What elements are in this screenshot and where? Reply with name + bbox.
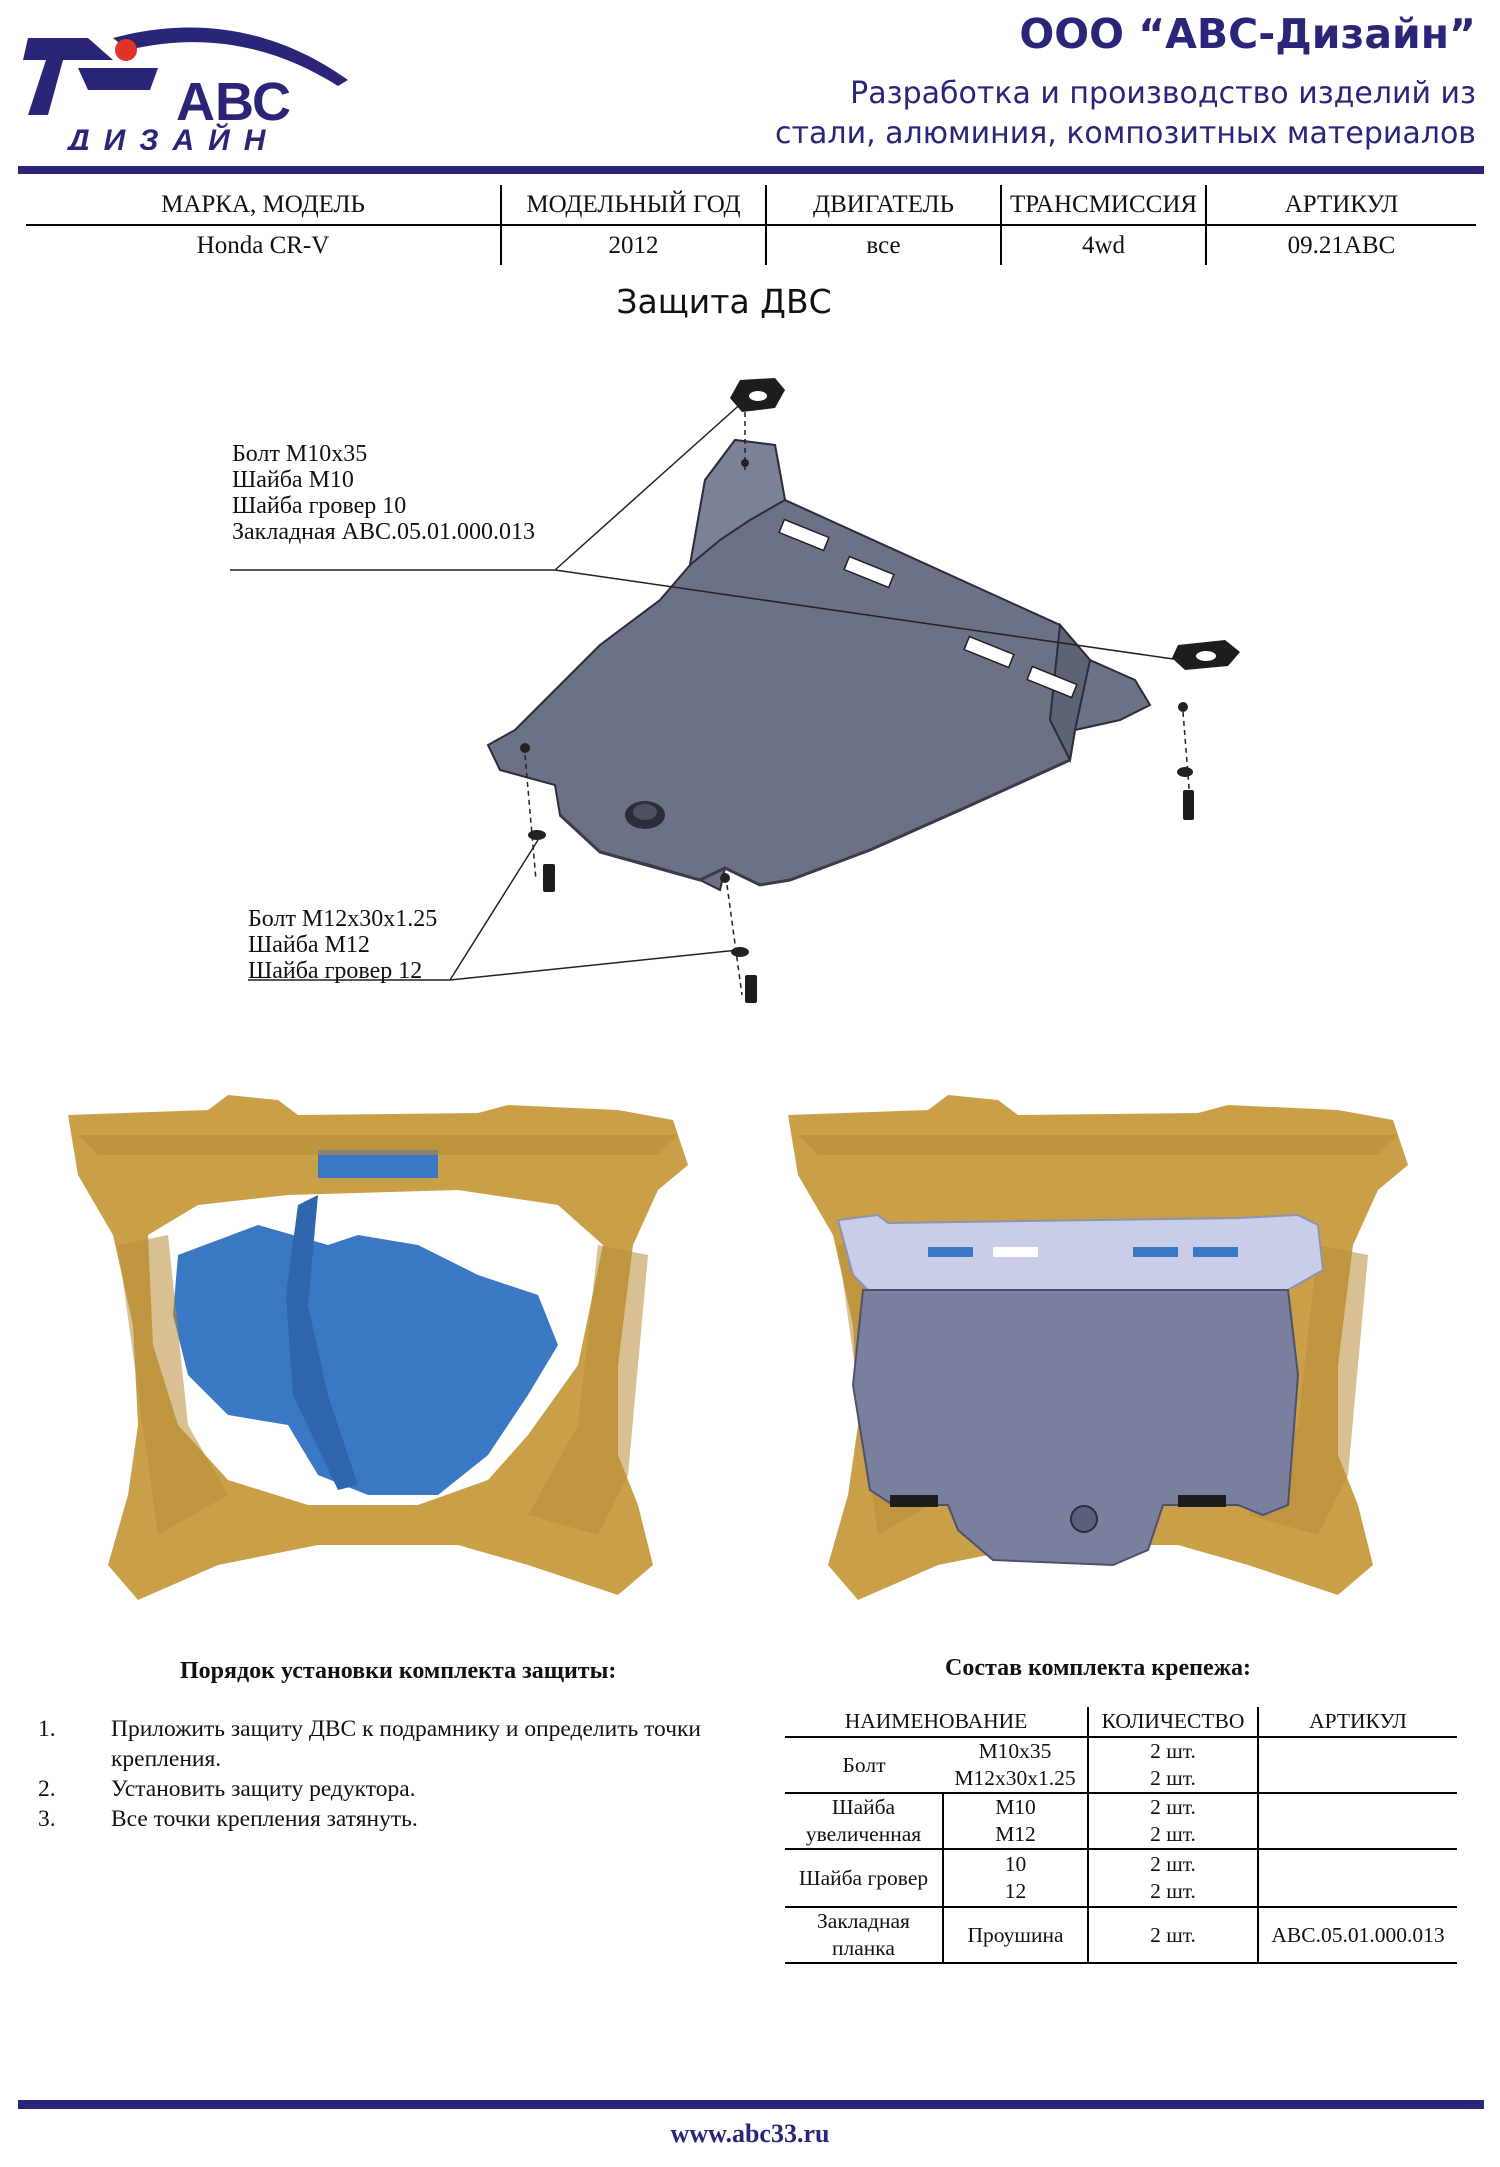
- step-text: Приложить защиту ДВС к подрамнику и опре…: [111, 1716, 702, 1742]
- step-text: Установить защиту редуктора.: [111, 1776, 416, 1802]
- spec-model: Honda CR-V: [196, 231, 330, 259]
- kit-article: [1257, 1737, 1457, 1794]
- kit-header: НАИМЕНОВАНИЕ: [785, 1707, 1088, 1738]
- kit-qty: 2 шт.: [1087, 1907, 1258, 1964]
- callout-bottom: Болт М12х30х1.25 Шайба М12 Шайба гровер …: [248, 906, 437, 984]
- footer-url[interactable]: www.abc33.ru: [670, 2119, 830, 2148]
- eyelet-mount: [1172, 640, 1240, 670]
- spec-transmission: 4wd: [1000, 225, 1206, 265]
- kit-article: [1257, 1793, 1457, 1850]
- callout-line: Шайба гровер 10: [232, 493, 407, 519]
- kit-heading: Состав комплекта крепежа:: [945, 1655, 1251, 1681]
- installation-step: 1. Приложить защиту ДВС к подрамнику и о…: [26, 1714, 766, 1774]
- step-number: 3.: [38, 1806, 56, 1832]
- vehicle-spec-table: МАРКА, МОДЕЛЬ МОДЕЛЬНЫЙ ГОД ДВИГАТЕЛЬ ТР…: [26, 185, 1476, 265]
- bolt-m12: [528, 830, 555, 892]
- bolt-m12: [731, 947, 757, 1003]
- callout-line: Шайба гровер 12: [248, 958, 423, 984]
- kit-header: КОЛИЧЕСТВО: [1087, 1707, 1258, 1738]
- protection-plate: [486, 438, 1188, 892]
- callout-line: Болт М10х35: [232, 441, 368, 467]
- eyelet-mount: [730, 378, 785, 412]
- callout-top: Болт М10х35 Шайба М10 Шайба гровер 10 За…: [232, 441, 535, 545]
- spec-value-row: Honda CR-V 2012 все 4wd 09.21ABC: [26, 225, 1476, 265]
- scan-after-image: [788, 1095, 1408, 1600]
- kit-qty: 2 шт.2 шт.: [1087, 1849, 1258, 1908]
- footer-rule: [18, 2100, 1484, 2109]
- svg-text:АВС: АВС: [176, 72, 291, 132]
- spec-year: 2012: [500, 225, 766, 265]
- scan-before-image: [68, 1095, 688, 1600]
- installation-heading: Порядок установки комплекта защиты:: [180, 1658, 617, 1684]
- kit-table: НАИМЕНОВАНИЕ КОЛИЧЕСТВО АРТИКУЛ Болт М10…: [785, 1707, 1457, 1964]
- step-number: 2.: [38, 1776, 56, 1802]
- installation-step: 2. Установить защиту редуктора.: [26, 1774, 766, 1804]
- spec-header: ТРАНСМИССИЯ: [1000, 185, 1206, 226]
- step-text: крепления.: [111, 1746, 222, 1772]
- page-title: Защита ДВС: [616, 282, 832, 321]
- step-number: 1.: [38, 1716, 56, 1742]
- bolt-m10: [1177, 767, 1194, 820]
- spec-engine: все: [765, 225, 1001, 265]
- callout-line: Болт М12х30х1.25: [248, 906, 438, 932]
- logo-subtext: ДИЗАЙН: [65, 122, 279, 150]
- spec-header-row: МАРКА, МОДЕЛЬ МОДЕЛЬНЫЙ ГОД ДВИГАТЕЛЬ ТР…: [26, 185, 1476, 226]
- header-rule: [18, 166, 1484, 174]
- kit-article: АВС.05.01.000.013: [1257, 1907, 1457, 1964]
- kit-header-row: НАИМЕНОВАНИЕ КОЛИЧЕСТВО АРТИКУЛ: [785, 1707, 1457, 1738]
- spec-header: МОДЕЛЬНЫЙ ГОД: [500, 185, 766, 226]
- kit-article: [1257, 1849, 1457, 1908]
- company-logo: АВС ДИЗАЙН: [23, 27, 348, 150]
- callout-line: Закладная АВС.05.01.000.013: [232, 519, 536, 545]
- installation-steps: 1. Приложить защиту ДВС к подрамнику и о…: [26, 1714, 766, 1834]
- kit-qty: 2 шт.2 шт.: [1087, 1737, 1258, 1794]
- spec-header: АРТИКУЛ: [1205, 185, 1476, 226]
- kit-qty: 2 шт.2 шт.: [1087, 1793, 1258, 1850]
- spec-article: 09.21ABC: [1205, 225, 1476, 265]
- kit-size: Проушина: [942, 1907, 1088, 1964]
- tagline-line-1: Разработка и производство изделий из: [850, 76, 1476, 111]
- callout-line: Шайба М10: [232, 467, 354, 493]
- company-name: ООО “АВС-Дизайн”: [1019, 10, 1476, 58]
- spec-header: ДВИГАТЕЛЬ: [765, 185, 1001, 226]
- installation-step: 3. Все точки крепления затянуть.: [26, 1804, 766, 1834]
- kit-name: Шайба гровер: [785, 1849, 943, 1908]
- kit-header: АРТИКУЛ: [1257, 1707, 1457, 1738]
- spec-header: МАРКА, МОДЕЛЬ: [26, 185, 501, 226]
- exploded-diagram: [230, 378, 1240, 1003]
- kit-name: Болт: [785, 1737, 943, 1794]
- company-tagline: Разработка и производство изделий из ста…: [676, 74, 1476, 154]
- callout-line: Шайба М12: [248, 932, 370, 958]
- tagline-line-2: стали, алюминия, композитных материалов: [775, 116, 1476, 151]
- step-text: Все точки крепления затянуть.: [111, 1806, 418, 1832]
